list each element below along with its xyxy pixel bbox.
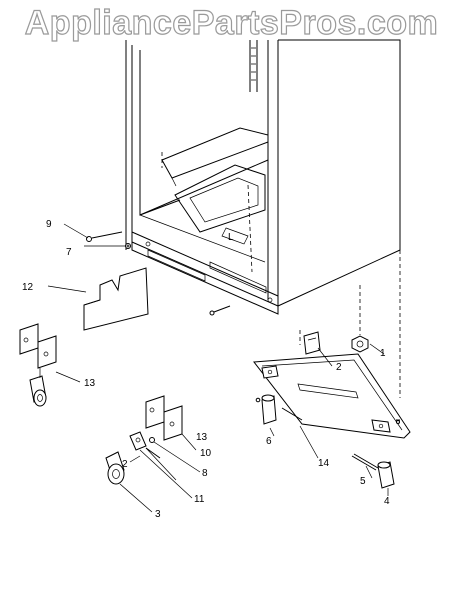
part-bracket-13-right — [145, 395, 183, 441]
callout-14: 14 — [318, 458, 330, 469]
callout-9: 9 — [46, 219, 52, 230]
part-roller-4 — [377, 419, 400, 489]
callout-12: 12 — [22, 282, 34, 293]
callout-6: 6 — [266, 436, 272, 447]
part-grille-12 — [83, 267, 149, 331]
callout-3: 3 — [155, 509, 161, 520]
callout-13-right: 13 — [196, 432, 208, 443]
part-screw-lower — [209, 305, 231, 316]
callout-leaders — [47, 223, 389, 513]
part-leveler-1 — [351, 335, 369, 353]
callout-7: 7 — [66, 247, 72, 258]
part-screw-9 — [86, 231, 123, 242]
part-rail-14 — [253, 353, 411, 439]
callout-8: 8 — [202, 468, 208, 479]
callout-5: 5 — [360, 476, 366, 487]
refrigerator-cabinet: L — [125, 39, 401, 398]
callout-labels: 1 2 2 3 4 5 6 7 8 9 10 11 12 13 13 14 — [22, 219, 390, 520]
part-clip-2-upper — [303, 331, 321, 355]
part-roller-6 — [255, 394, 303, 425]
floor-mark: L — [228, 232, 234, 243]
callout-2-lower: 2 — [122, 459, 128, 470]
callout-4: 4 — [384, 496, 390, 507]
callout-11: 11 — [194, 494, 205, 505]
watermark: AppliancePartsPros.com — [24, 3, 439, 42]
callout-10: 10 — [200, 448, 212, 459]
callout-1: 1 — [380, 348, 386, 359]
callout-2-upper: 2 — [336, 362, 342, 373]
part-pin-5 — [351, 453, 379, 471]
part-bracket-13-left — [19, 323, 57, 407]
part-washer-7 — [125, 243, 131, 249]
callout-13-left: 13 — [84, 378, 96, 389]
part-caster-assembly — [105, 431, 161, 485]
